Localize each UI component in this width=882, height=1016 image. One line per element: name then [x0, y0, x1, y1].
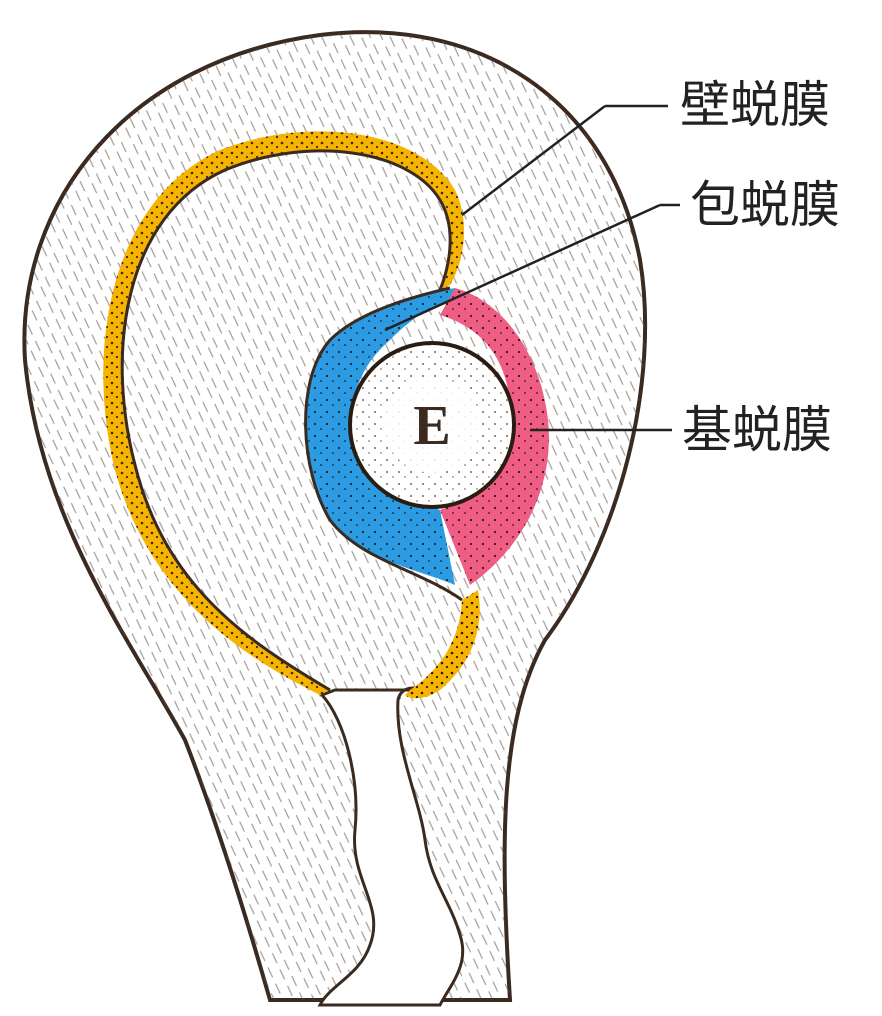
label-capsular-decidua: 包蜕膜 [690, 176, 840, 234]
label-parietal-decidua: 壁蜕膜 [680, 76, 830, 134]
embryo-label: E [413, 395, 450, 457]
label-basal-decidua: 基蜕膜 [682, 401, 832, 459]
